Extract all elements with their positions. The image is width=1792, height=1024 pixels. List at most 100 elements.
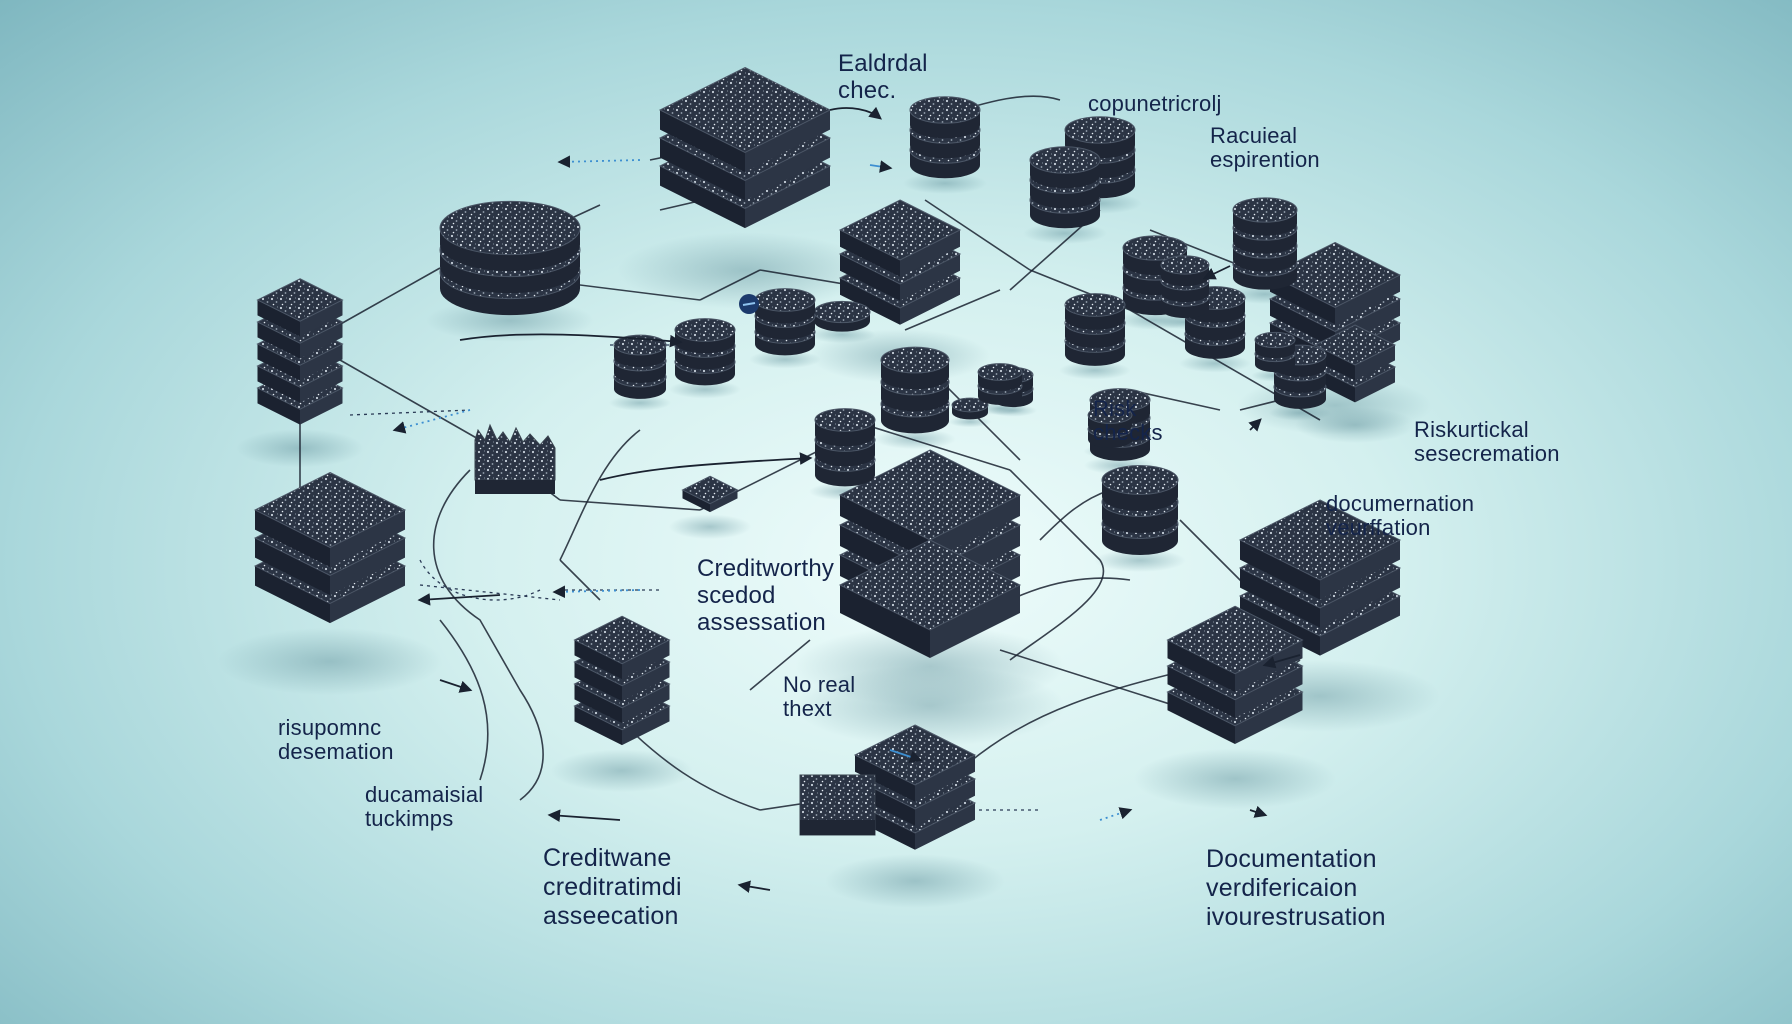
connector-line — [1009, 469, 1101, 561]
flow-arrow-icon — [869, 160, 893, 173]
database-stack-icon — [253, 471, 407, 624]
database-stack-icon — [1238, 499, 1402, 656]
connector-line — [432, 469, 544, 801]
dashed-connector — [419, 559, 541, 601]
label-line: asseecation — [543, 902, 679, 930]
label-line: Riskurtickal — [1414, 417, 1529, 442]
disc-stack-icon — [813, 300, 871, 332]
label-copunetic: copunetricrolj — [1088, 92, 1222, 116]
connector-line — [939, 379, 1021, 461]
disc-stack-icon — [613, 334, 667, 399]
label-line: ivourestrusation — [1206, 903, 1386, 931]
dashed-connector — [419, 584, 561, 601]
flow-arrow-icon — [417, 593, 501, 606]
disc-stack-icon — [1254, 331, 1296, 373]
disc-stack-icon — [674, 318, 736, 386]
label-line: assessation — [697, 609, 826, 636]
label-line: tuckimps — [365, 806, 454, 831]
flow-arrow-icon — [439, 679, 473, 693]
connector-line — [699, 269, 761, 301]
flow-arrow-icon — [1202, 265, 1231, 280]
flow-arrow-icon — [1248, 418, 1262, 432]
disc-stack-icon — [1087, 406, 1133, 448]
connector-line — [559, 499, 701, 511]
label-line: thext — [783, 696, 832, 721]
disc-stack-icon — [814, 408, 876, 487]
flow-arrow-icon — [1262, 654, 1301, 669]
label-line: creditratimdi — [543, 873, 682, 901]
flow-arrow-icon — [547, 809, 621, 823]
connector-line — [559, 559, 601, 601]
label-line: desemation — [278, 739, 394, 764]
disc-stack-icon — [951, 397, 989, 420]
connector-line — [1179, 519, 1251, 591]
disc-stack-icon — [1232, 197, 1298, 290]
label-line: chec. — [838, 77, 897, 104]
database-stack-icon — [573, 615, 671, 746]
connector-line — [439, 619, 489, 781]
disc-stack-icon — [1160, 255, 1210, 319]
label-line: sesecremation — [1414, 441, 1560, 466]
disc-stack-icon — [1064, 293, 1126, 366]
connector-line — [339, 359, 481, 441]
label-line: ducamaisial — [365, 782, 484, 807]
label-line: checks — [1093, 420, 1163, 445]
flow-arrow-icon — [1249, 805, 1268, 818]
database-stack-icon — [658, 66, 832, 229]
disc-stack-icon — [1029, 146, 1101, 229]
flow-arrow-icon — [557, 155, 641, 169]
label-line: veurffation — [1326, 515, 1431, 540]
disc-stack-icon — [909, 96, 981, 179]
label-line: scedod — [697, 582, 776, 609]
connector-line — [559, 429, 641, 561]
flow-arrow-icon — [599, 452, 813, 481]
disc-stack-icon — [754, 288, 816, 356]
label-line: Ealdrdal — [838, 50, 928, 77]
flow-arrow-icon — [829, 106, 882, 120]
database-stack-icon — [256, 278, 344, 425]
label-line: Risk — [1093, 396, 1137, 421]
flow-arrow-icon — [392, 409, 471, 434]
dashed-connector — [349, 409, 471, 416]
label-line: risupomnc — [278, 715, 382, 740]
flow-arrow-icon — [1099, 807, 1133, 821]
label-line: Racuieal — [1210, 123, 1298, 148]
connector-node-icon — [739, 294, 759, 314]
label-line: No real — [783, 672, 856, 697]
flow-arrow-icon — [552, 585, 641, 599]
connector-line — [1039, 489, 1111, 541]
disc-stack-icon — [1101, 465, 1179, 555]
flow-arrow-icon — [459, 333, 683, 348]
connector-line — [924, 199, 1031, 271]
disc-stack-icon — [439, 200, 581, 316]
cluster-node-icon — [474, 423, 556, 494]
cube-node-icon — [799, 774, 876, 836]
database-stack-icon — [838, 199, 962, 325]
disc-stack-icon — [977, 363, 1023, 405]
connector-line — [329, 267, 441, 331]
disc-stack-icon — [880, 346, 950, 434]
label-line: Creditwane — [543, 844, 672, 872]
label-line: documernation — [1326, 491, 1475, 516]
label-line: espirention — [1210, 147, 1320, 172]
database-stack-icon — [1313, 324, 1397, 403]
flow-arrow-icon — [737, 880, 771, 893]
label-line: copunetricrolj — [1088, 91, 1222, 116]
flow-arrow-icon — [889, 749, 923, 763]
connector-line — [904, 289, 1001, 331]
label-line: Documentation — [1206, 845, 1377, 873]
database-stack-icon — [681, 475, 739, 513]
connector-line — [849, 419, 1011, 471]
